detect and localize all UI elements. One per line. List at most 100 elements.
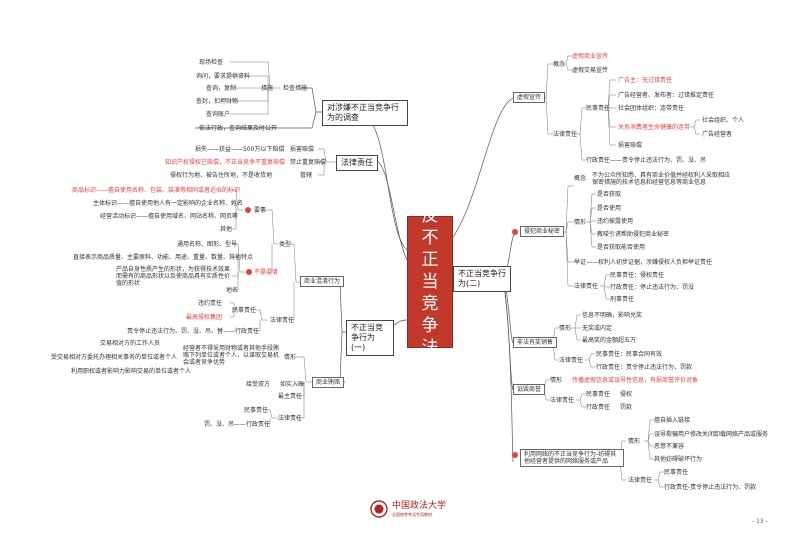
- confusion-title: 商业混淆行为: [304, 278, 341, 285]
- not-element-item-2: 产品自身性质产生的形状，为获得技术效果而需有的商品形状以及使商品具有实质性价值的…: [116, 266, 231, 287]
- trade-secret-case-1: 是否使用: [597, 205, 622, 212]
- defamation-admin: 行政责任: [586, 404, 611, 411]
- not-element-dot-icon: [246, 269, 252, 275]
- prize-sale-cases-label: 情形: [559, 325, 572, 332]
- logo-text: 中国政法大学: [392, 501, 447, 511]
- prize-sale-law-label: 法律责任: [559, 357, 584, 364]
- defamation-civil-item: 侵权: [620, 391, 633, 398]
- trade-secret-law-label: 法律责任: [574, 283, 599, 290]
- prize-sale-title: 非法有奖销售: [517, 339, 554, 346]
- bribery-law-label: 法律责任: [278, 415, 303, 422]
- defamation-admin-item: 罚款: [620, 404, 633, 411]
- false-ad-civil-label: 民事责任: [586, 105, 611, 112]
- not-element-item-1: 直接表示商品质量、主要原料、功能、用途、重量、数量、其他特点: [73, 254, 254, 261]
- bribery-restrict: 最主责任: [278, 393, 303, 400]
- internet-civil: 民事责任: [664, 469, 689, 476]
- bribery-accept-item: 如实入账: [280, 381, 305, 388]
- false-ad-joint-1: 广告经营者: [702, 131, 733, 138]
- bribery-title: 商业贿赂: [316, 379, 341, 386]
- trade-secret-concept-label: 概念: [574, 175, 587, 182]
- trade-secret-cases-label: 情形: [574, 219, 587, 226]
- bribery-accept: 接受双方: [246, 381, 271, 388]
- element-label: 要素: [254, 207, 267, 214]
- liability-row-1-left: 知识产权侵权已赔偿，不正当竞争不重复赔偿: [165, 159, 286, 166]
- element-item-2: 经营活动标识——擅自使用域名、网站名称、网页等: [100, 213, 239, 220]
- not-element-item-3: 地名: [226, 287, 239, 294]
- confusion-civil-label: 民事责任: [232, 307, 257, 314]
- unfair-acts-1-node: 不正当竞争行为(一): [346, 320, 394, 356]
- defamation-case-label: 情形: [550, 377, 563, 384]
- trade-secret-proof: 举证——权利人初步证据，涉嫌侵权人负担举证责任: [574, 259, 713, 266]
- internet-admin: 行政责任-责令停止违法行为、罚款: [664, 484, 757, 491]
- liability-row-2-right: 管辖: [300, 172, 313, 179]
- inv-item-4: 查询账户: [206, 111, 231, 118]
- trade-secret-title: 侵犯商业秘密: [524, 228, 561, 235]
- not-element-item-0: 通用名称、图形、型号: [177, 241, 238, 248]
- internet-node: 利用网络的不正当竞争行为-妨碍其他经营者提供的网络服务或产品: [520, 449, 624, 467]
- false-ad-node: 虚假宣传: [513, 92, 546, 103]
- inv-item-0: 现场检查: [199, 59, 224, 66]
- university-logo: 中国政法大学 全国统考考试专用教材: [370, 500, 480, 520]
- confusion-law-label: 法律责任: [270, 317, 295, 324]
- confusion-node: 商业混淆行为: [300, 276, 345, 287]
- confusion-civil-item-1: 最高侵权集团: [186, 314, 223, 321]
- internet-case-2: 恶意不兼容: [654, 443, 685, 450]
- trade-secret-concept-text: 不为公众所知悉、具有商业价值并经权利人采取相应保密措施的技术信息和经营信息等商业…: [592, 172, 731, 186]
- false-ad-civil-1: 广告经营者、发布者：过错推定责任: [618, 92, 715, 99]
- bribery-case-0: 经营者不得采用财物或者其他手段贿赂下列单位或者个人，以谋取交易机会或者竞争优势: [183, 345, 280, 366]
- unfair-acts-2-title: 不正当竞争行为(二): [458, 269, 506, 288]
- false-ad-law-label: 法律责任: [553, 131, 578, 138]
- liability-node: 法律责任: [336, 155, 378, 171]
- investigation-node: 对涉嫌不正当竞争行为的调查: [322, 100, 408, 126]
- defamation-title: 诋毁商誉: [517, 386, 542, 393]
- unfair-acts-1-title: 不正当竞争行为(一): [351, 323, 383, 352]
- confusion-admin: 责令停止违法行为、罚、没、吊、替——行政责任: [127, 328, 260, 335]
- inv-item-1: 询问，要求提供资料: [196, 73, 251, 80]
- bribery-admin: 罚、没、吊——行政责任: [204, 421, 271, 428]
- defamation-civil: 民事责任: [586, 391, 611, 398]
- defamation-node: 诋毁商誉: [513, 384, 546, 395]
- bribery-case-1: 交易相对方的工作人员: [100, 340, 161, 347]
- liability-row-1-right: 禁止重复赔偿: [290, 159, 327, 166]
- seal-icon: [370, 500, 388, 518]
- false-ad-civil-3: 关系消费者生命健康的连带: [618, 124, 691, 131]
- measures-label: 措施: [261, 85, 274, 92]
- prize-sale-case-1: 无奖或内定: [582, 325, 613, 332]
- liability-row-2-left: 侵权行为地、被告住所地，不是收货地: [170, 172, 273, 179]
- prize-sale-admin: 行政责任：责令停止违法行为、罚款: [596, 364, 693, 371]
- trade-secret-case-4: 是否获取能否使用: [597, 244, 646, 251]
- trade-secret-admin: 行政责任：停止违法行为、罚没: [610, 284, 695, 291]
- bribery-cases-label: 情形: [284, 354, 297, 361]
- logo-subtext: 全国统考考试专用教材: [392, 512, 432, 517]
- investigation-title: 对涉嫌不正当竞争行为的调查: [327, 103, 399, 122]
- central-topic: 反不正当竞争法: [407, 206, 453, 358]
- trade-secret-dot-icon: [512, 229, 518, 235]
- prize-sale-case-0: 信息不明确，影响兑奖: [582, 312, 643, 319]
- trade-secret-node: 侵犯商业秘密: [520, 226, 565, 237]
- inv-item-2: 查询，复制: [206, 85, 237, 92]
- liability-row-0-left: 损失——获益——500万以下赔偿: [195, 146, 285, 153]
- internet-case-0: 擅自插入链接: [654, 417, 691, 424]
- unfair-acts-2-node: 不正当竞争行为(二): [453, 266, 511, 292]
- bribery-case-2: 受交易相对方委托办理相关事务的单位或者个人: [51, 354, 178, 361]
- prize-sale-node: 非法有奖销售: [513, 337, 558, 348]
- false-ad-admin: 行政责任——责令停止违法行为、罚、没、吊: [586, 157, 707, 164]
- central-topic-text: 反不正当竞争法: [421, 206, 439, 358]
- page-number: - 13 -: [752, 518, 768, 525]
- false-ad-concept-0: 虚假商业宣传: [572, 53, 609, 60]
- defamation-case-text: 传播虚假信息或误导性信息，有损商誉评价对象: [572, 377, 699, 384]
- element-dot-icon: [245, 207, 251, 213]
- bribery-node: 商业贿赂: [312, 377, 345, 388]
- false-ad-concept-1: 虚假交易宣传: [572, 67, 609, 74]
- trade-secret-case-0: 是否获取: [597, 191, 622, 198]
- inspection-measures-label: 检查措施: [283, 85, 308, 92]
- trade-secret-case-2: 违约披露使用: [597, 218, 634, 225]
- trade-secret-civil: 民事责任：侵权责任: [610, 272, 665, 279]
- internet-case-1: 误导欺骗用户修改关闭卸载网络产品或服务: [654, 431, 769, 438]
- liability-title: 法律责任: [341, 158, 373, 167]
- false-ad-title: 虚假宣传: [517, 94, 542, 101]
- trade-secret-case-3: 教唆引诱帮助侵犯商业秘密: [597, 231, 670, 238]
- element-item-3: 其他: [220, 226, 233, 233]
- prize-sale-case-2: 最高奖的金额超五万: [582, 337, 637, 344]
- false-ad-civil-4: 损害赔偿: [618, 142, 643, 149]
